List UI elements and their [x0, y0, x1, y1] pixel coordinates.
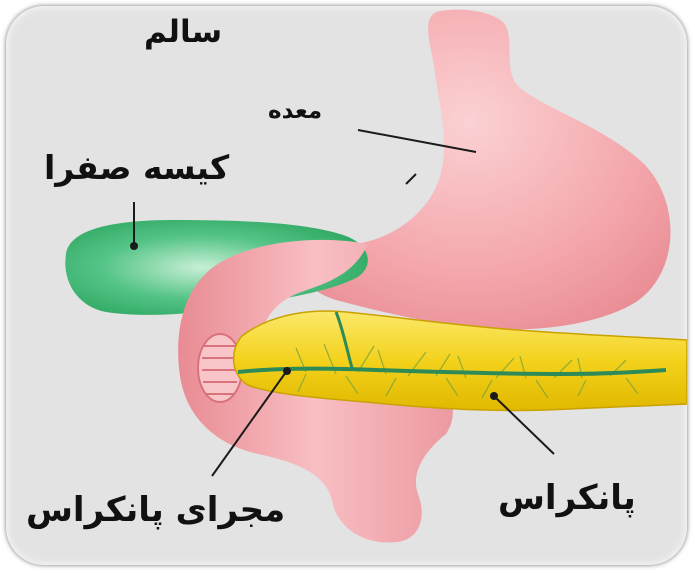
healthy-label: سالم [144, 14, 222, 50]
stray-leader-mark [406, 174, 416, 184]
stomach-label: معده [268, 98, 322, 124]
stomach-shape [305, 10, 670, 330]
pancreas-label: پانکراس [498, 478, 636, 518]
gallbladder-label: کیسه صفرا [44, 148, 229, 187]
pancreatic-duct-label: مجرای پانکراس [26, 490, 285, 530]
diagram-frame: سالم معده کیسه صفرا پانکراس مجرای پانکرا… [6, 6, 687, 565]
